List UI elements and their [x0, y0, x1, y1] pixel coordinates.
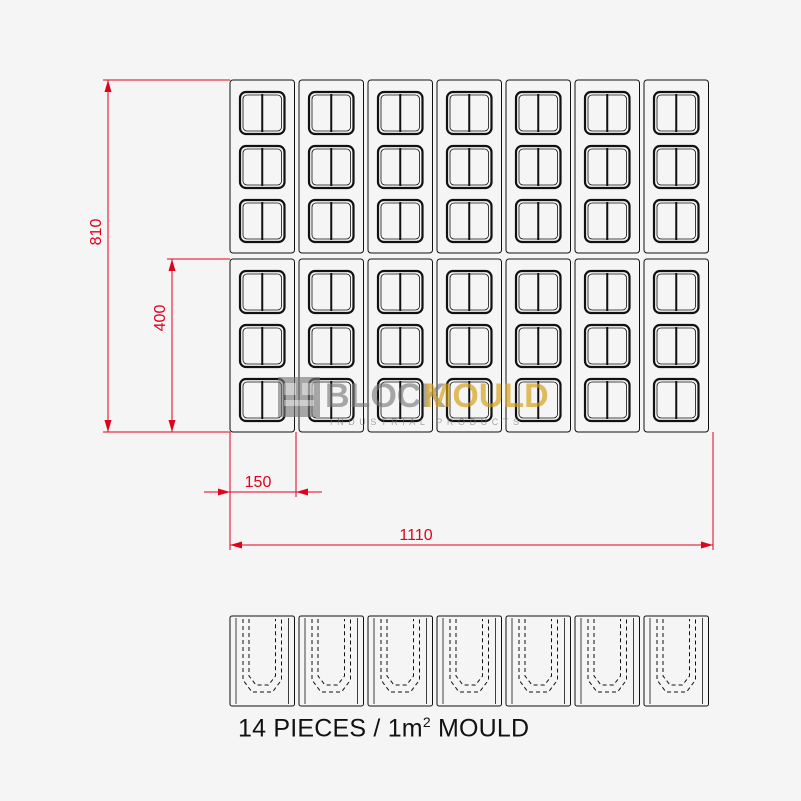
- block-cavity: [376, 144, 424, 190]
- mould-block: [643, 258, 709, 433]
- dimension-label-1110: 1110: [399, 527, 432, 544]
- block-cavity: [445, 144, 493, 190]
- brand-name-block: BLOCK: [325, 377, 446, 415]
- brand-tagline: INDUSTRIAL PRODUCTS: [330, 417, 524, 427]
- block-cavity: [445, 323, 493, 369]
- side-view-piece: [505, 615, 571, 707]
- mould-block: [436, 258, 502, 433]
- block-cavity: [445, 198, 493, 244]
- mould-block: [574, 258, 640, 433]
- mould-block: [574, 79, 640, 254]
- dimension-total-height: [103, 79, 230, 433]
- mould-block: [298, 258, 364, 433]
- dimension-label-400: 400: [152, 305, 169, 332]
- block-cavity: [238, 90, 286, 136]
- block-cavity: [445, 90, 493, 136]
- block-cavity: [652, 269, 700, 315]
- block-cavity: [652, 377, 700, 423]
- block-cavity: [376, 198, 424, 244]
- block-cavity: [307, 90, 355, 136]
- side-view-piece: [229, 615, 295, 707]
- mould-block: [643, 79, 709, 254]
- block-cavity: [652, 323, 700, 369]
- block-cavity: [583, 323, 631, 369]
- block-cavity: [307, 323, 355, 369]
- dimension-label-150: 150: [245, 474, 272, 491]
- block-cavity: [307, 144, 355, 190]
- mould-side-view: [229, 615, 709, 707]
- block-cavity: [307, 198, 355, 244]
- side-view-piece: [643, 615, 709, 707]
- block-cavity: [376, 269, 424, 315]
- mould-block: [436, 79, 502, 254]
- brand-watermark: BLOCK MOULD INDUSTRIAL PRODUCTS: [278, 377, 549, 427]
- dimension-block-height: [167, 258, 230, 432]
- mould-block: [505, 258, 571, 433]
- mould-block: [298, 79, 364, 254]
- block-grid: [229, 79, 709, 433]
- block-cavity: [583, 269, 631, 315]
- side-view-piece: [574, 615, 640, 707]
- block-cavity: [238, 144, 286, 190]
- mould-block: [505, 79, 571, 254]
- block-cavity: [376, 323, 424, 369]
- block-cavity: [445, 377, 493, 423]
- block-cavity: [238, 323, 286, 369]
- caption-superscript: 2: [422, 714, 431, 730]
- mould-caption: 14 PIECES / 1m2 MOULD: [238, 714, 529, 743]
- side-view-piece: [367, 615, 433, 707]
- dimension-lines: [103, 79, 714, 550]
- block-cavity: [445, 269, 493, 315]
- block-cavity: [514, 198, 562, 244]
- block-cavity: [583, 144, 631, 190]
- block-cavity: [514, 377, 562, 423]
- brand-name-mould: MOULD: [424, 377, 549, 415]
- dimension-label-810: 810: [88, 219, 105, 246]
- block-cavity: [514, 90, 562, 136]
- block-cavity: [583, 198, 631, 244]
- mould-block: [367, 258, 433, 433]
- block-cavity: [514, 144, 562, 190]
- block-cavity: [514, 269, 562, 315]
- brand-logo-mark: [278, 377, 320, 417]
- block-cavity: [514, 323, 562, 369]
- mould-block: [367, 79, 433, 254]
- caption-text: 14 PIECES / 1m: [238, 714, 423, 743]
- block-cavity: [238, 198, 286, 244]
- block-cavity: [376, 377, 424, 423]
- block-cavity: [583, 377, 631, 423]
- side-view-piece: [298, 615, 364, 707]
- mould-block: [229, 79, 295, 254]
- block-cavity: [583, 90, 631, 136]
- block-cavity: [652, 198, 700, 244]
- block-cavity: [652, 144, 700, 190]
- block-cavity: [238, 269, 286, 315]
- dimension-block-width: [204, 432, 322, 550]
- side-view-piece: [436, 615, 502, 707]
- block-cavity: [238, 377, 286, 423]
- dimension-total-width: [230, 432, 714, 550]
- caption-unit: MOULD: [430, 714, 530, 743]
- block-cavity: [307, 269, 355, 315]
- block-cavity: [652, 90, 700, 136]
- block-cavity: [376, 90, 424, 136]
